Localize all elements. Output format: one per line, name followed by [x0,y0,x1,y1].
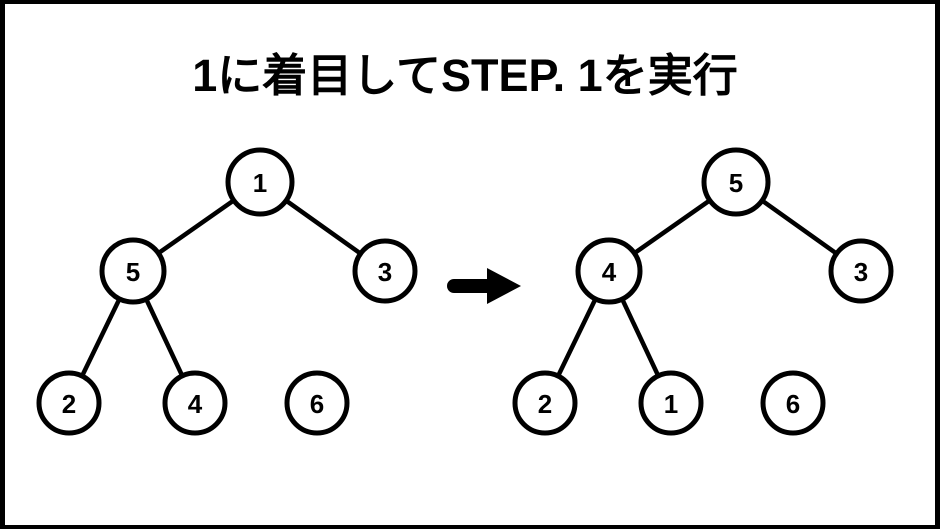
node-circle[interactable] [162,370,228,436]
node-circle[interactable] [99,237,167,305]
node-circle[interactable] [760,370,826,436]
node-circle[interactable] [701,147,771,217]
arrow-shape [447,268,521,304]
tree-node[interactable]: 5 [99,237,167,305]
tree-node[interactable]: 6 [760,370,826,436]
tree-node[interactable]: 1 [638,370,704,436]
tree-node[interactable]: 2 [512,370,578,436]
node-circle[interactable] [512,370,578,436]
node-circle[interactable] [575,237,643,305]
tree-node[interactable]: 3 [352,238,418,304]
tree-node[interactable]: 6 [284,370,350,436]
tree-node[interactable]: 5 [701,147,771,217]
node-circle[interactable] [225,147,295,217]
tree-after-nodes: 5 4 3 2 1 6 [512,147,894,436]
page-title: 1に着目してSTEP. 1を実行 [192,50,738,101]
tree-node[interactable]: 4 [575,237,643,305]
tree-node[interactable]: 1 [225,147,295,217]
node-circle[interactable] [352,238,418,304]
tree-node[interactable]: 2 [36,370,102,436]
node-circle[interactable] [638,370,704,436]
node-circle[interactable] [828,238,894,304]
right-arrow-icon [447,268,521,304]
tree-node[interactable]: 4 [162,370,228,436]
node-circle[interactable] [36,370,102,436]
node-circle[interactable] [284,370,350,436]
tree-node[interactable]: 3 [828,238,894,304]
tree-before-nodes: 1 5 3 2 4 6 [36,147,418,436]
